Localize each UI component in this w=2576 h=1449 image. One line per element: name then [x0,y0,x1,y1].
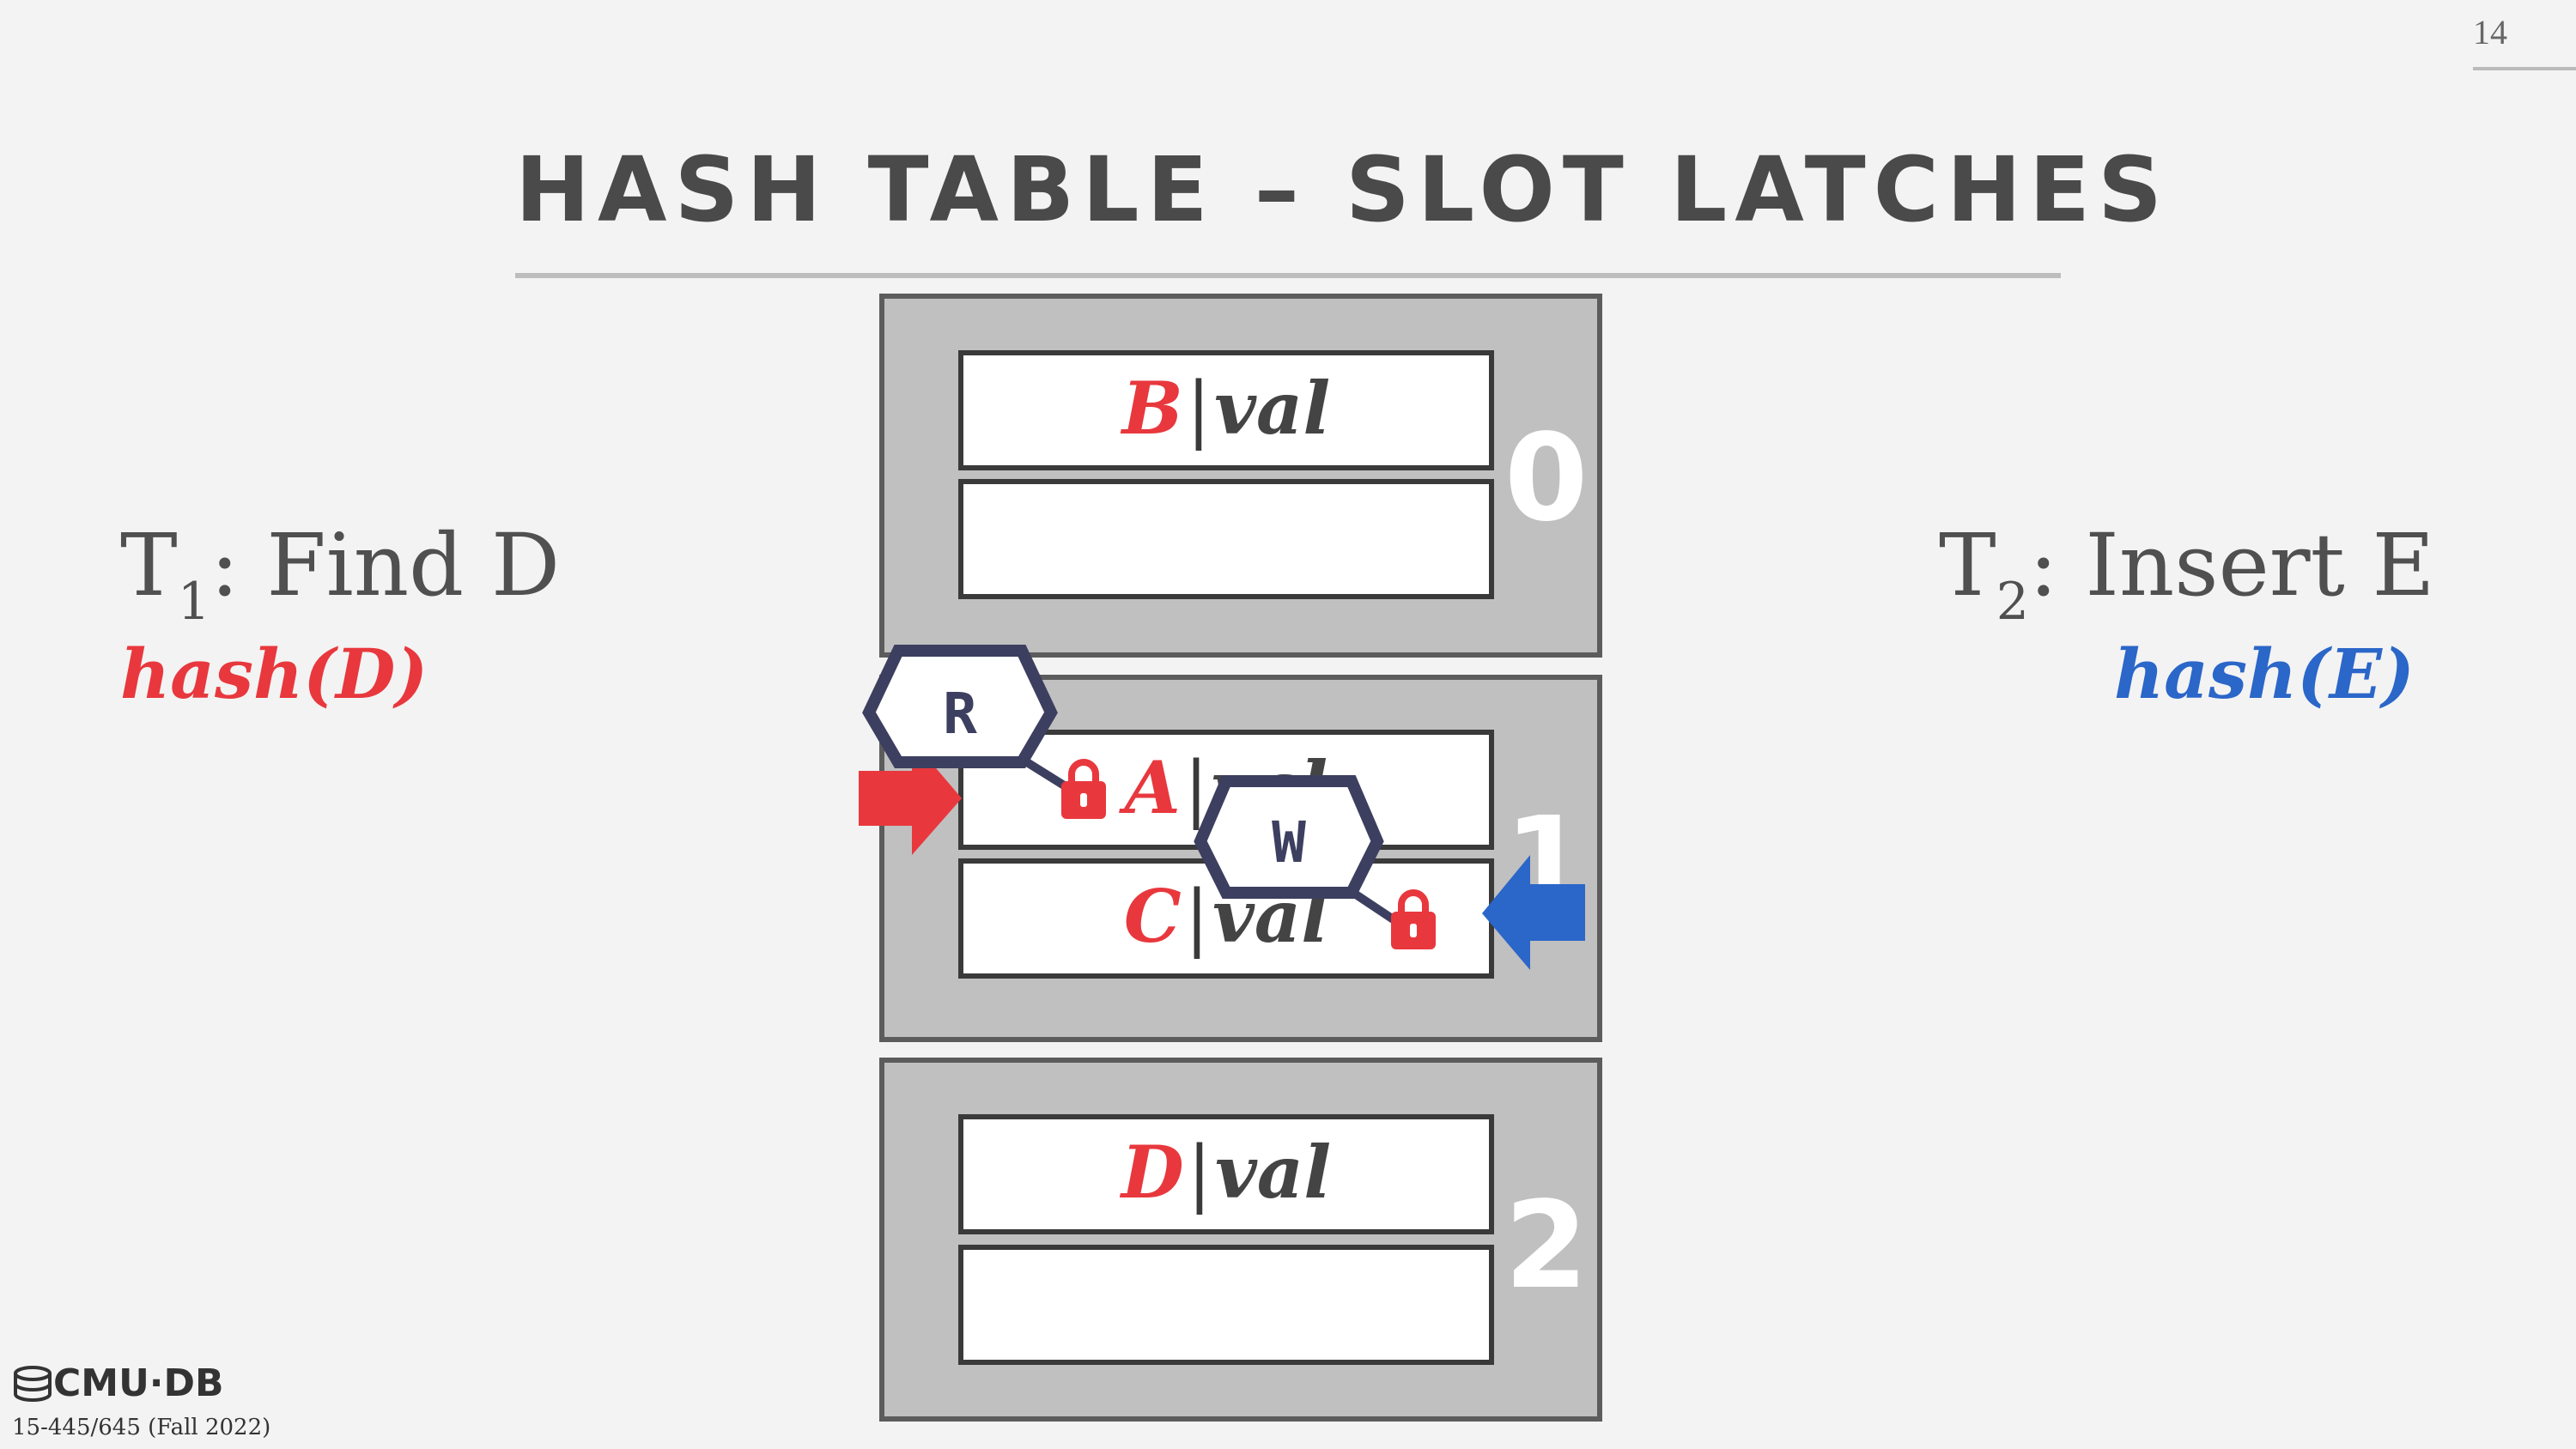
bucket-2-label: 2 [1504,1176,1589,1316]
lock-icon [1391,889,1436,949]
t2-sub: 2 [1996,572,2029,632]
read-latch [862,645,1058,768]
arrow-left-icon [1482,855,1585,970]
slot-key: D [1121,1130,1184,1215]
slot-0-1 [958,479,1494,599]
t2-label: T2: Insert E [1939,515,2435,632]
t2-hash: hash(E) [2114,634,2415,714]
slot-separator: | [1184,875,1209,959]
slot-value: val [1214,366,1331,451]
title-rule [515,273,2061,278]
t1-sub: 1 [177,572,210,632]
t2-action: : Insert E [2028,515,2435,615]
database-icon [14,1366,52,1402]
t1-name: T [120,515,178,615]
slot-separator: | [1183,746,1209,830]
t1-label: T1: Find D [120,515,561,632]
write-latch [1194,775,1384,899]
page-number-rule [2473,67,2576,70]
lock-icon [1061,759,1106,819]
slot-value: val [1215,1130,1332,1215]
slide-title: HASH TABLE – SLOT LATCHES [515,137,2170,242]
write-latch-connector [1351,888,1397,925]
slot-key: B [1121,366,1183,451]
slot-separator: | [1187,1131,1212,1215]
read-latch-label: R [943,681,977,747]
slot-key: C [1123,874,1182,959]
slot-key: A [1124,745,1181,830]
read-latch-connector [1024,758,1071,792]
bucket-0-label: 0 [1504,409,1589,549]
slot-separator: | [1186,367,1212,451]
arrow-right-icon [859,740,962,855]
t1-action: : Find D [210,515,561,615]
t2-name: T [1939,515,1996,615]
slot-2-0: D|val [958,1114,1494,1234]
t1-hash: hash(D) [120,634,428,714]
page-number: 14 [2473,13,2507,52]
slot-2-1 [958,1245,1494,1365]
course-label: 15-445/645 (Fall 2022) [12,1415,271,1440]
write-latch-label: W [1272,809,1306,876]
cmu-db-logo: CMU·DB [53,1361,224,1405]
slot-0-0: B|val [958,350,1494,470]
